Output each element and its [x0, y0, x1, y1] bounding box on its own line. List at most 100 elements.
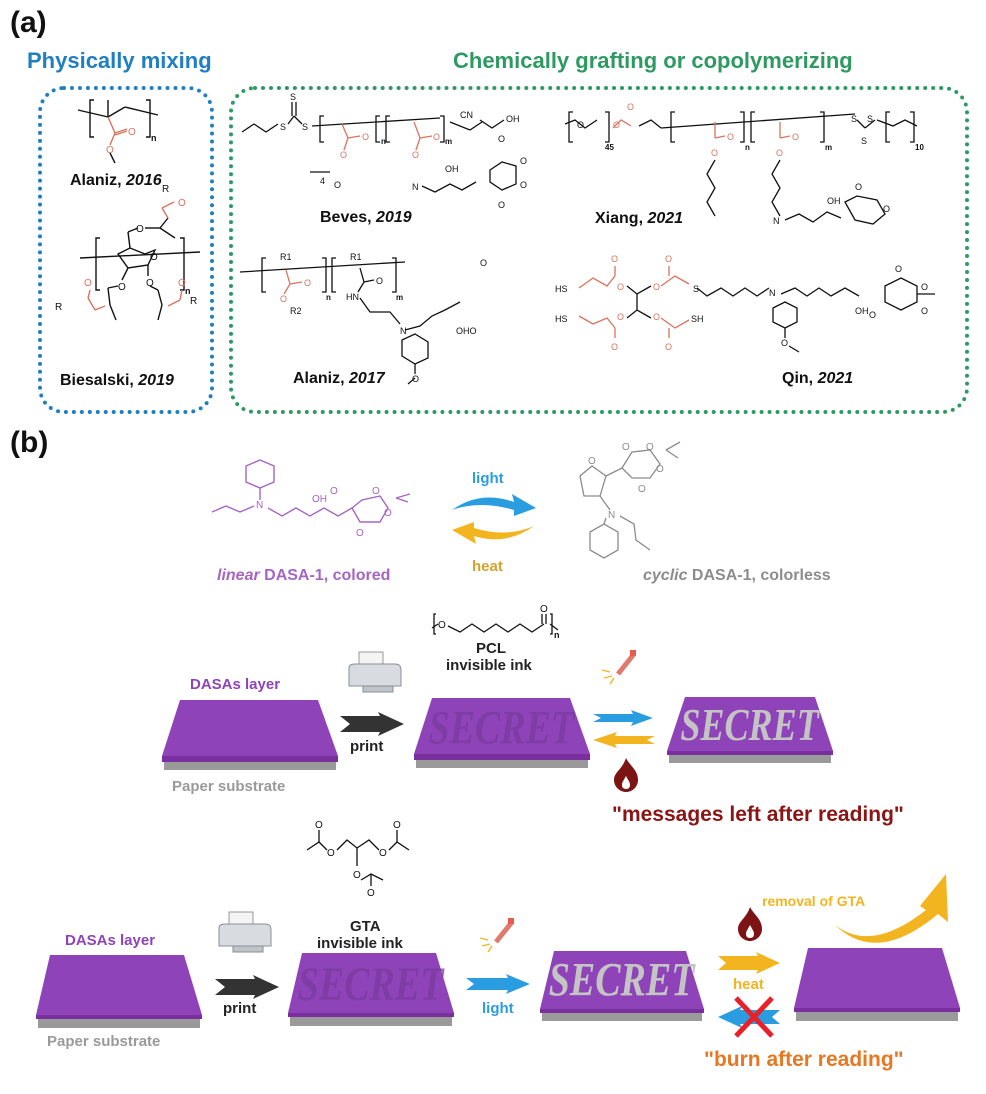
- equilibrium-heat-label: heat: [472, 558, 503, 575]
- scheme2-printed-slab: SECRET: [288, 953, 454, 1026]
- scheme2-light-arrow: [466, 974, 530, 994]
- scheme2-flashlight-icon: [479, 918, 514, 953]
- scheme2-caption: "burn after reading": [704, 1048, 904, 1071]
- svg-text:n: n: [745, 143, 750, 152]
- scheme2-revealed-slab: SECRET: [540, 951, 704, 1021]
- svg-text:O: O: [178, 198, 186, 209]
- scheme1-printed-slab: SECRET: [414, 698, 590, 768]
- scheme2-print-label: print: [223, 1000, 257, 1017]
- svg-text:O: O: [353, 870, 361, 881]
- svg-text:N: N: [769, 288, 776, 298]
- structure-beves-2019-tail: OH O O O O: [479, 114, 527, 210]
- svg-text:HN: HN: [346, 292, 359, 302]
- panel-a-label: (a): [10, 6, 47, 39]
- scheme2-removal-arrow: [834, 874, 948, 943]
- structure-xiang-2021: O 45 O O O O O O n m S S S 10 N OH O O: [564, 102, 924, 226]
- svg-text:O: O: [588, 456, 596, 467]
- svg-text:HS: HS: [555, 314, 568, 324]
- physically-mixing-title: Physically mixing: [27, 48, 212, 73]
- svg-text:O: O: [617, 282, 624, 292]
- chemical-grafting-title: Chemically grafting or copolymerizing: [453, 48, 853, 73]
- scheme1-hidden-secret-text: SECRET: [428, 701, 575, 754]
- scheme1-print-arrow: [340, 712, 404, 736]
- heat-arrow: [452, 522, 534, 544]
- svg-text:O: O: [611, 342, 618, 352]
- svg-text:N: N: [400, 326, 407, 336]
- scheme2-flame-icon: [738, 907, 762, 941]
- svg-text:OH: OH: [506, 114, 520, 124]
- svg-text:O: O: [384, 508, 392, 519]
- svg-text:S: S: [302, 122, 308, 132]
- svg-text:O: O: [498, 200, 505, 210]
- svg-text:O: O: [136, 224, 144, 235]
- svg-text:n: n: [326, 293, 331, 302]
- scheme1-reversible-arrows: [593, 710, 655, 748]
- svg-text:S: S: [693, 284, 699, 294]
- chemical-grafting-box: [229, 86, 969, 414]
- svg-text:O: O: [665, 342, 672, 352]
- svg-text:O: O: [334, 180, 341, 190]
- scheme1-print-label: print: [350, 738, 384, 755]
- scheme2-ink-name: GTA: [350, 918, 381, 935]
- equilibrium-arrows: [452, 494, 536, 544]
- structure-pcl: O O n: [431, 604, 560, 640]
- scheme2-dasas-layer-label: DASAs layer: [65, 932, 156, 949]
- scheme1-ink-name: PCL: [476, 640, 506, 657]
- scheme2-revealed-secret-text: SECRET: [549, 953, 696, 1006]
- svg-text:4: 4: [320, 176, 325, 186]
- svg-text:O: O: [178, 278, 186, 289]
- structure-qin-2021: HS HS SH S O O O O O O O O N O OH O O O …: [555, 254, 935, 353]
- svg-text:O: O: [84, 278, 92, 289]
- svg-text:O: O: [146, 278, 154, 289]
- citation-beves-2019: Beves, 2019: [320, 209, 412, 226]
- svg-text:O: O: [520, 156, 527, 166]
- scheme2-heat-arrow: [718, 952, 780, 974]
- svg-text:S: S: [280, 122, 286, 132]
- svg-text:OH: OH: [445, 164, 459, 174]
- svg-text:O: O: [438, 620, 446, 631]
- citation-xiang-2021: Xiang, 2021: [595, 210, 684, 227]
- svg-text:n: n: [554, 630, 560, 640]
- svg-text:R1: R1: [280, 252, 292, 262]
- svg-text:O: O: [653, 312, 660, 322]
- scheme2-printer-icon: [218, 911, 272, 953]
- citation-biesalski-2019: Biesalski, 2019: [60, 372, 174, 389]
- svg-text:CN: CN: [460, 110, 473, 120]
- svg-text:OH: OH: [855, 306, 869, 316]
- svg-text:O: O: [498, 134, 505, 144]
- scheme1-flame-icon: [614, 758, 638, 792]
- svg-text:n: n: [151, 133, 157, 143]
- structure-beves-2019: S S S n m O O O O 4 O N CN OH: [241, 92, 483, 193]
- svg-text:R: R: [55, 302, 62, 313]
- scheme2-dasa-slab: [36, 955, 202, 1028]
- scheme1-paper-substrate-label: Paper substrate: [172, 778, 286, 795]
- scheme2-cross-icon: [734, 996, 774, 1038]
- scheme2-hidden-secret-text: SECRET: [298, 958, 445, 1011]
- svg-text:O: O: [393, 820, 401, 831]
- svg-text:O: O: [340, 150, 347, 160]
- svg-text:O: O: [577, 120, 584, 130]
- svg-text:O: O: [412, 150, 419, 160]
- svg-text:O: O: [646, 442, 654, 453]
- svg-text:N: N: [773, 216, 780, 226]
- structure-gta: O O O O O O: [306, 820, 410, 899]
- svg-text:O: O: [895, 264, 902, 274]
- physical-mixing-box: [38, 86, 214, 414]
- light-arrow: [452, 494, 536, 516]
- svg-text:R1: R1: [350, 252, 362, 262]
- structure-alaniz-2017: R1 R1 O O R2 O n m HN N O OHO O: [239, 252, 487, 385]
- svg-text:O: O: [356, 528, 364, 539]
- svg-text:O: O: [627, 102, 634, 112]
- svg-text:O: O: [883, 204, 890, 214]
- svg-text:O: O: [656, 464, 664, 475]
- svg-text:O: O: [367, 888, 375, 899]
- svg-text:45: 45: [605, 143, 614, 152]
- svg-text:O: O: [376, 276, 383, 286]
- svg-text:O: O: [869, 310, 876, 320]
- svg-text:O: O: [792, 132, 799, 142]
- svg-text:O: O: [776, 148, 783, 158]
- svg-text:S: S: [290, 92, 296, 102]
- svg-text:O: O: [315, 820, 323, 831]
- svg-text:O: O: [622, 442, 630, 453]
- svg-text:OH: OH: [312, 494, 327, 505]
